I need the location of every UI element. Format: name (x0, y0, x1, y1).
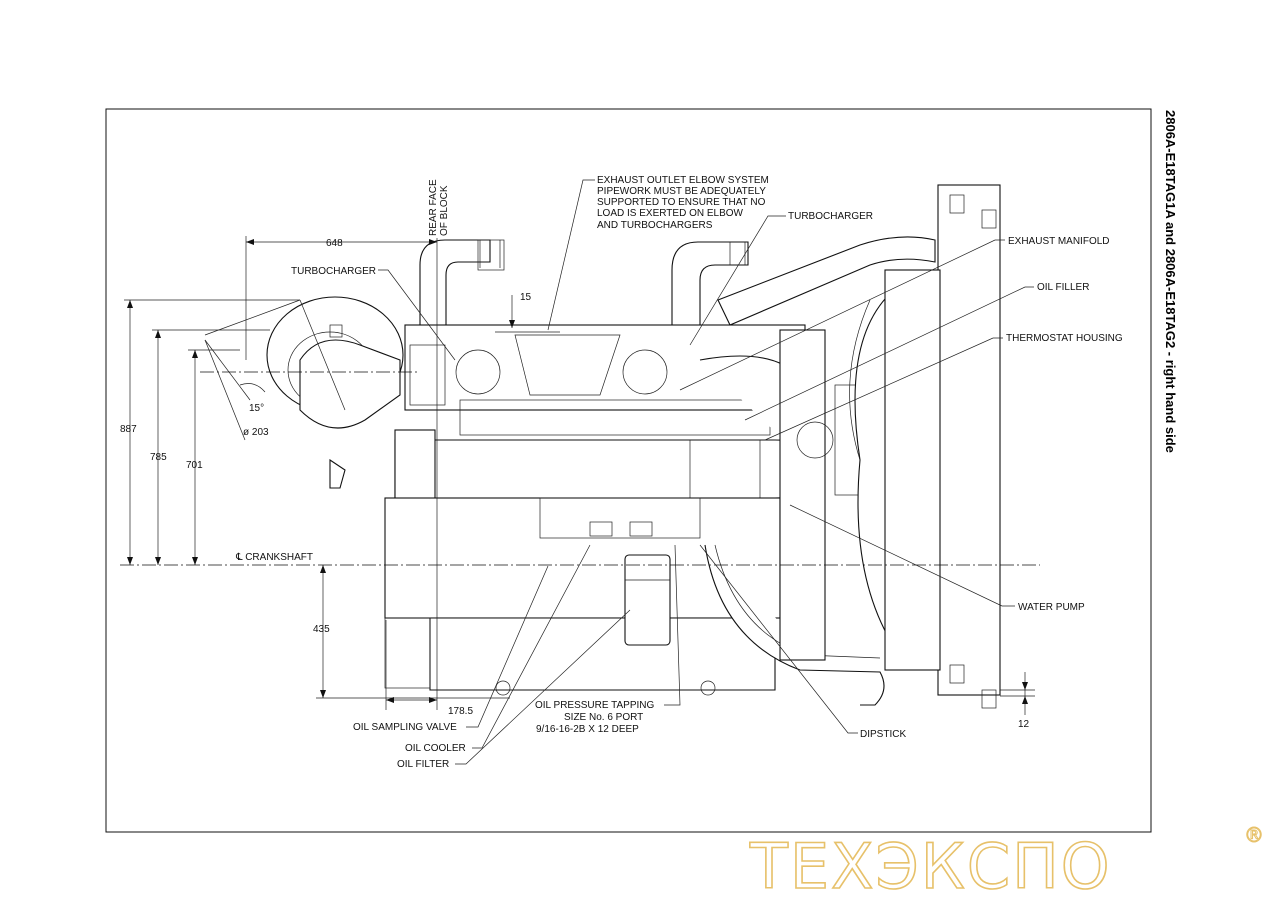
drawing-frame (105, 108, 1152, 833)
dim-178-5: 178.5 (448, 706, 473, 717)
label-thermostat-housing: THERMOSTAT HOUSING (1006, 333, 1123, 344)
label-crankshaft: ℄ CRANKSHAFT (235, 552, 313, 563)
dim-701: 701 (186, 460, 203, 471)
engine-body (266, 184, 1001, 709)
watermark-logo: ТЕХЭКСПО ® (748, 823, 1264, 900)
dim-887: 887 (120, 424, 137, 435)
dim-angle-15: 15° (249, 403, 264, 414)
label-oil-pressure-1: OIL PRESSURE TAPPING (535, 700, 655, 711)
label-turbocharger-left: TURBOCHARGER (291, 266, 376, 277)
label-oil-filler: OIL FILLER (1037, 282, 1089, 293)
registered-mark: ® (1244, 823, 1264, 847)
dim-12: 12 (1018, 719, 1030, 730)
exhaust-note-line-2: PIPEWORK MUST BE ADEQUATELY (597, 186, 766, 197)
exhaust-note-line-1: EXHAUST OUTLET ELBOW SYSTEM (597, 175, 769, 186)
label-water-pump: WATER PUMP (1018, 602, 1085, 613)
dim-435: 435 (313, 624, 330, 635)
label-oil-pressure-2: SIZE No. 6 PORT (564, 712, 643, 723)
dim-648: 648 (326, 238, 343, 249)
label-exhaust-manifold: EXHAUST MANIFOLD (1008, 236, 1110, 247)
exhaust-note-line-4: LOAD IS EXERTED ON ELBOW (597, 208, 744, 219)
label-oil-sampling-valve: OIL SAMPLING VALVE (353, 722, 457, 733)
exhaust-note-line-3: SUPPORTED TO ENSURE THAT NO (597, 197, 766, 208)
drawing-title: 2806A-E18TAG1A and 2806A-E18TAG2 - right… (1163, 110, 1178, 453)
dim-15: 15 (520, 292, 532, 303)
label-oil-filter: OIL FILTER (397, 759, 449, 770)
dim-dia-203: ø 203 (243, 427, 269, 438)
exhaust-note-line-5: AND TURBOCHARGERS (597, 220, 713, 231)
label-oil-pressure-3: 9/16-16-2B X 12 DEEP (536, 724, 639, 735)
labels: REAR FACE OF BLOCK EXHAUST OUTLET ELBOW … (235, 175, 1123, 770)
dimensions: 648 15 887 785 701 15° ø 203 (120, 236, 1040, 730)
label-dipstick: DIPSTICK (860, 729, 906, 740)
label-rear-face-1: REAR FACE (428, 179, 439, 236)
label-oil-cooler: OIL COOLER (405, 743, 466, 754)
label-turbocharger-right: TURBOCHARGER (788, 211, 873, 222)
label-rear-face-2: OF BLOCK (439, 185, 450, 236)
dim-785: 785 (150, 452, 167, 463)
watermark-text: ТЕХЭКСПО (749, 830, 1112, 900)
